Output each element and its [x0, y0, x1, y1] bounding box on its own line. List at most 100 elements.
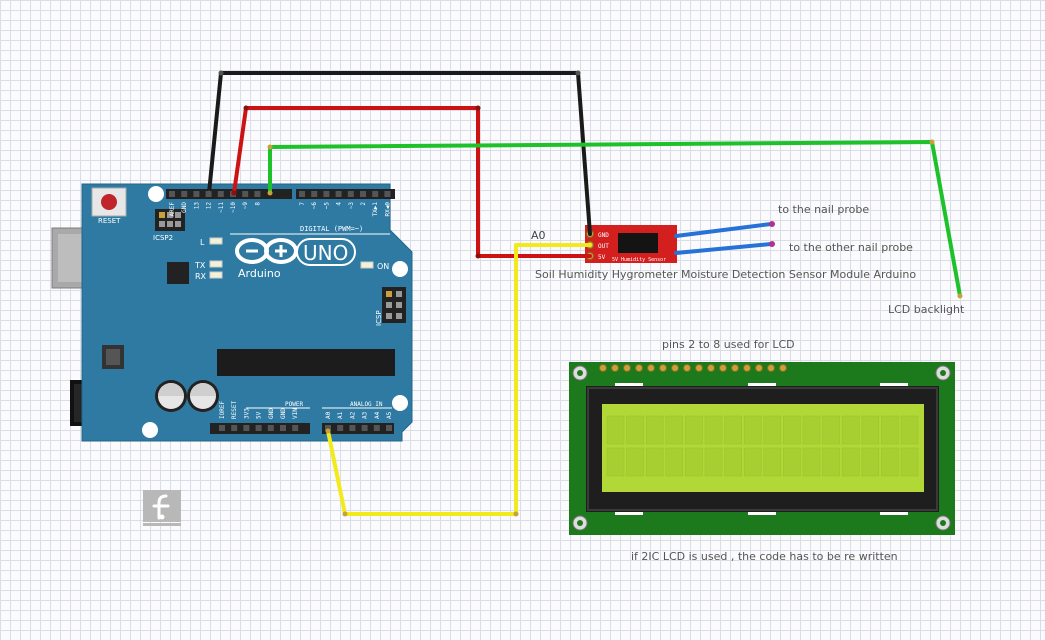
pin-label: ~6 [311, 202, 318, 210]
wire-green-backlight[interactable] [268, 140, 962, 298]
lcd-pin [671, 364, 679, 372]
pin-label: A3 [362, 411, 369, 419]
lcd-cell [626, 415, 644, 445]
pin-label: GND [268, 408, 275, 419]
lcd-cell [743, 447, 762, 477]
pin-hole [254, 191, 261, 197]
pin-label: TX▶1 [372, 202, 379, 217]
lcd-cell [743, 415, 762, 445]
pin-hole [267, 425, 274, 431]
pin-hole [323, 191, 330, 197]
lcd-cell [783, 415, 801, 445]
analog-label: ANALOG IN [350, 401, 383, 408]
lcd-cell [665, 447, 684, 477]
icsp2-label: ICSP2 [153, 234, 173, 242]
pin-hole [386, 425, 392, 431]
lcd-pin [767, 364, 775, 372]
sensor-pin-label-out: OUT [598, 243, 609, 250]
pin-hole [349, 425, 356, 431]
wire-blue-probe-1[interactable] [674, 222, 773, 238]
pin-label: GND [181, 202, 188, 213]
lcd-cell [704, 415, 723, 445]
wire-black-gnd[interactable] [207, 71, 592, 236]
pin-hole [243, 425, 250, 431]
pin-label: 4 [336, 202, 343, 206]
lcd-cell [665, 415, 684, 445]
pin-hole [360, 191, 366, 197]
lcd-character-cells [606, 415, 919, 477]
pin-hole [169, 191, 175, 197]
pin-hole [361, 425, 368, 431]
lcd-pin [659, 364, 667, 372]
pin-hole [242, 191, 249, 197]
pin-hole [384, 191, 391, 197]
pin-label: RESET [231, 401, 238, 419]
pin-hole [219, 425, 225, 431]
lcd-pin [611, 364, 619, 372]
pin-label: 8 [254, 202, 261, 206]
pin-hole [325, 425, 331, 431]
reset-button-cap[interactable] [101, 194, 117, 210]
lcd-cell [783, 447, 801, 477]
lcd-cell [763, 447, 782, 477]
sensor-chip [618, 233, 658, 253]
pin-hole [181, 191, 188, 197]
digital-header[interactable] [166, 189, 395, 199]
lcd-pin [779, 364, 787, 372]
led-rx-label: RX [195, 272, 207, 281]
mount-hole [142, 422, 158, 438]
lcd-pin [647, 364, 655, 372]
mount-hole [148, 186, 164, 202]
wire-blue-probe-2[interactable] [674, 242, 773, 255]
analog-pin-holes [325, 425, 392, 431]
arduino-brand: Arduino [238, 267, 281, 280]
lcd-cell [724, 447, 742, 477]
lcd-cell [822, 447, 840, 477]
lcd-cell [841, 447, 860, 477]
lcd-cell [645, 447, 664, 477]
pin-label: A5 [386, 411, 393, 419]
lcd-cell [606, 447, 625, 477]
pin-label: GND [280, 408, 287, 419]
pin-label: ~3 [348, 202, 355, 210]
led-tx [209, 260, 223, 268]
pin-hole [311, 191, 318, 197]
capacitor [187, 380, 219, 412]
icsp-label: ICSP [375, 310, 383, 326]
lcd-cell [881, 447, 899, 477]
icsp-header[interactable] [382, 287, 406, 323]
lcd-module[interactable] [569, 362, 955, 535]
pin-label: VIN [292, 408, 299, 419]
lcd-pin-header [599, 364, 787, 372]
pin-label: A2 [349, 411, 356, 419]
lcd-cell [802, 415, 821, 445]
lcd-pin [623, 364, 631, 372]
sensor-caption: Soil Humidity Hygrometer Moisture Detect… [535, 268, 916, 281]
soil-humidity-sensor-module[interactable]: GND OUT 5V 5V Humidity Sensor [585, 225, 677, 263]
pin-label: ~10 [230, 202, 237, 213]
power-pin-holes [219, 425, 299, 431]
lcd-cell [841, 415, 860, 445]
reset-label: RESET [98, 217, 121, 225]
pin-hole [217, 191, 224, 197]
lcd-pin [707, 364, 715, 372]
lcd-pin [695, 364, 703, 372]
analog-header[interactable] [322, 423, 394, 434]
icsp2-header[interactable] [155, 209, 185, 231]
led-on-label: ON [377, 262, 389, 271]
sensor-silk-label: 5V Humidity Sensor [612, 257, 666, 263]
lcd-pin [599, 364, 607, 372]
pin-hole [280, 425, 286, 431]
probe-1-label: to the nail probe [778, 203, 869, 216]
led-rx [209, 271, 223, 279]
pin-label: RX◀0 [384, 202, 391, 217]
led-on [360, 261, 374, 269]
pin-hole [347, 191, 354, 197]
fritzing-logo-icon [143, 490, 181, 526]
pin-label: AREF [169, 202, 176, 217]
